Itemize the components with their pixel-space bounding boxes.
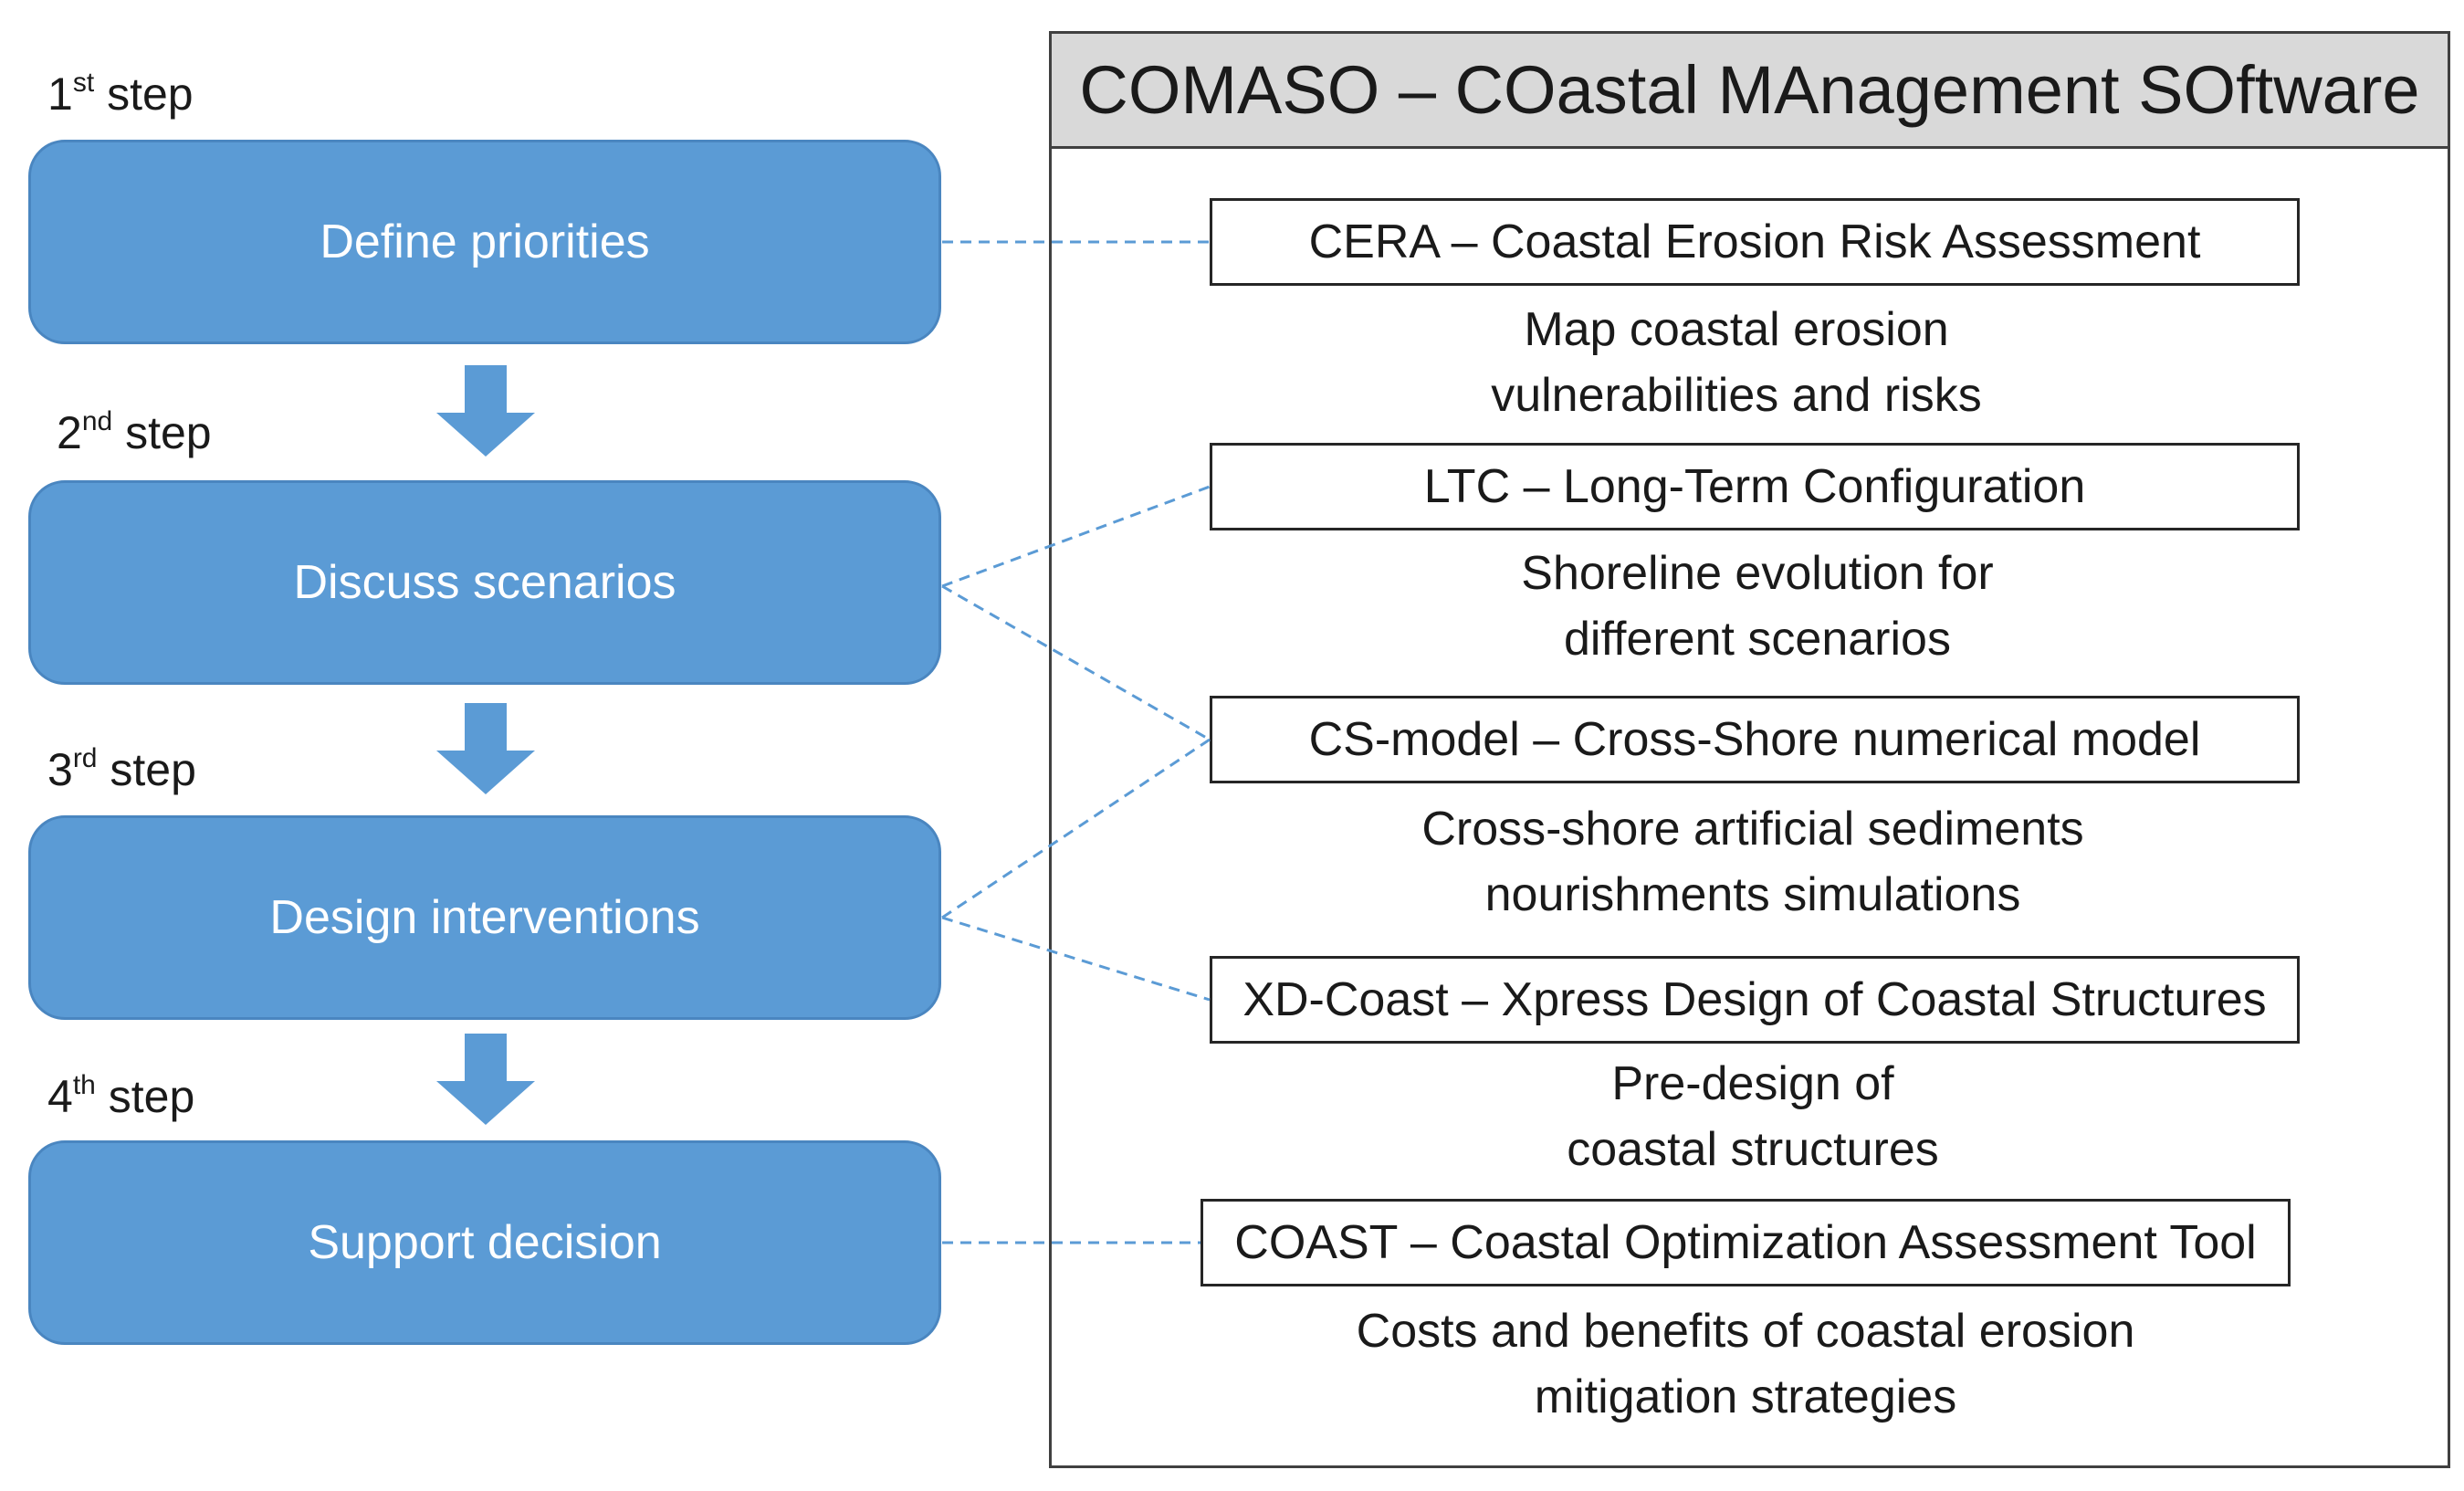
tool-ltc: LTC – Long-Term Configuration [1210,443,2300,530]
connector-design-csmodel [941,738,1211,919]
tool-name: CS-model – Cross-Shore numerical model [1308,713,2201,766]
down-arrow-icon [436,1034,535,1125]
step-discuss-scenarios: Discuss scenarios [28,480,941,685]
tool-cs-model: CS-model – Cross-Shore numerical model [1210,696,2300,783]
down-arrow-icon [436,365,535,457]
tool-name: COAST – Coastal Optimization Assessment … [1234,1216,2257,1269]
tool-name: LTC – Long-Term Configuration [1423,460,2086,513]
step-box-label: Discuss scenarios [293,556,676,609]
connector-design-xdcoast [941,916,1211,1002]
panel-title: COMASO – COastal MAnagement SOftware [1052,34,2448,149]
connector-discuss-ltc [941,485,1211,588]
step-1-label: 1st step [47,68,194,120]
step-box-label: Design interventions [269,891,700,944]
step-box-label: Support decision [308,1216,662,1269]
step-3-label: 3rd step [47,743,196,795]
step-box-label: Define priorities [320,215,650,268]
down-arrow-icon [436,703,535,794]
step-4-label: 4th step [47,1070,195,1122]
step-design-interventions: Design interventions [28,815,941,1020]
step-define-priorities: Define priorities [28,140,941,344]
connector-discuss-csmodel [941,584,1211,741]
tool-coast: COAST – Coastal Optimization Assessment … [1201,1199,2291,1286]
tool-xd-coast: XD-Coast – Xpress Design of Coastal Stru… [1210,956,2300,1044]
tool-cera: CERA – Coastal Erosion Risk Assessment [1210,198,2300,286]
tool-name: CERA – Coastal Erosion Risk Assessment [1308,215,2201,268]
step-support-decision: Support decision [28,1140,941,1345]
tool-name: XD-Coast – Xpress Design of Coastal Stru… [1242,973,2267,1026]
step-2-label: 2nd step [57,406,212,458]
